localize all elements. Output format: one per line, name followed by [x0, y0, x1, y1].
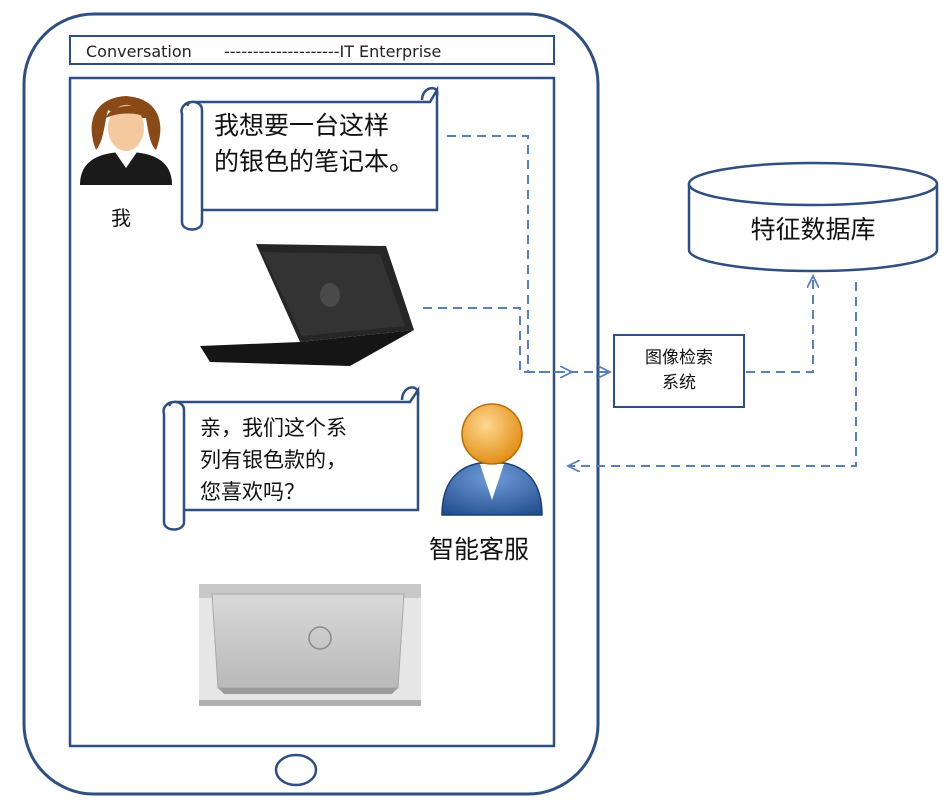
header-bar	[69, 35, 555, 65]
phone-frame	[22, 12, 600, 796]
header-title: Conversation	[86, 42, 192, 61]
user-message-line: 我想要一台这样	[214, 111, 390, 140]
agent-message: 亲，我们这个系 列有银色款的， 您喜欢吗？	[200, 412, 347, 508]
user-query-connector	[447, 135, 572, 372]
retrieval-to-database-connector	[746, 276, 813, 373]
header-company: --------------------IT Enterprise	[224, 42, 442, 61]
data-flow-connectors	[423, 135, 857, 466]
retrieval-system-line: 系统	[662, 373, 696, 393]
database-to-agent-connector	[568, 282, 857, 466]
agent-message-line: 亲，我们这个系	[200, 416, 347, 440]
user-message-line: 的银色的笔记本。	[214, 147, 415, 176]
agent-label: 智能客服	[429, 535, 530, 564]
feature-database-label: 特征数据库	[750, 215, 876, 244]
image-query-connector	[423, 307, 610, 372]
silver-laptop-image	[199, 584, 421, 706]
black-laptop-image	[193, 243, 421, 373]
user-speech-bubble	[180, 85, 439, 231]
retrieval-system-label: 图像检索 系统	[614, 346, 744, 396]
image-retrieval-system-box	[613, 334, 745, 408]
woman-avatar-icon	[80, 96, 172, 185]
user-message: 我想要一台这样 的银色的笔记本。	[214, 108, 414, 180]
retrieval-system-line: 图像检索	[645, 348, 713, 368]
agent-message-line: 您喜欢吗？	[200, 480, 305, 504]
home-button-icon[interactable]	[274, 753, 318, 787]
agent-avatar-icon	[441, 403, 543, 516]
agent-speech-bubble	[162, 385, 420, 531]
agent-message-line: 列有银色款的，	[200, 448, 347, 472]
user-label: 我	[111, 206, 131, 230]
phone-screen	[68, 76, 556, 748]
feature-database-cylinder	[687, 161, 939, 273]
